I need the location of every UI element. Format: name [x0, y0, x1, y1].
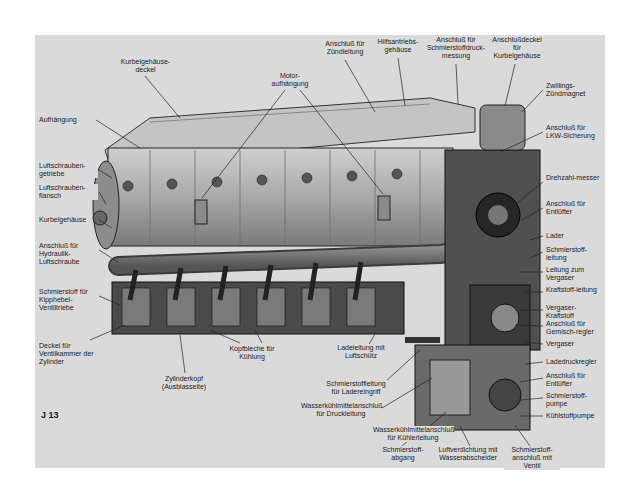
part-label: Kühlstoffpumpe	[545, 412, 596, 420]
part-label: Motor-aufhängung	[265, 72, 315, 88]
part-label: Anschluß für Entlüfter	[545, 372, 603, 388]
plate-number: J 13	[40, 410, 60, 420]
part-label: Luftverdichtung mit Wasserabscheider	[436, 446, 500, 462]
part-label: Leitung zum Vergaser	[545, 266, 603, 282]
part-label: Schmierstoff-leitung	[545, 246, 603, 262]
part-label: Drehzahl-messer	[545, 174, 600, 182]
part-label: Luftschrauben-getriebe	[38, 162, 98, 178]
part-label: Anschluß für Entlüfter	[545, 200, 603, 216]
part-label: Aufhängung	[38, 116, 78, 124]
part-label: Vergaser-Kraftstoff	[545, 304, 603, 320]
part-label: Kurbelgehäuse-deckel	[118, 58, 173, 74]
part-label: Hilfsantriebs-gehäuse	[373, 38, 423, 54]
part-label: Schmierstoff für Kipphebel-Ventiltriebe	[38, 288, 98, 312]
part-label: Schmierstoff-pumpe	[545, 392, 603, 408]
part-label: Kraftstoff-leitung	[545, 286, 598, 294]
part-label: Ladedruckregler	[545, 358, 598, 366]
part-label: Anschluß für LKW-Sicherung	[545, 124, 603, 140]
part-label: Kopfbleche für Kühlung	[222, 345, 282, 361]
part-label: Schmierstoff-abgang	[378, 446, 428, 462]
part-label: Anschluß für Gemisch-regler	[545, 320, 603, 336]
part-label: Zwillings-Zündmagnet	[545, 82, 603, 98]
part-label: Lader	[545, 232, 565, 240]
leader-lines	[90, 58, 543, 446]
part-label: Luftschrauben-flansch	[38, 184, 98, 200]
part-label: Anschluß für Zündleitung	[320, 40, 370, 56]
part-label: Vergaser	[545, 340, 575, 348]
part-label: Ladeleitung mit Luftschütz	[330, 344, 392, 360]
part-label: Deckel für Ventilkammer der Zylinder	[38, 342, 100, 366]
part-label: Anschlußdeckel für Kurbelgehäuse	[490, 36, 544, 60]
part-label: Anschluß für Schmierstoffdruck-messung	[425, 36, 487, 60]
part-label: Wasserkühlmittelanschluß für Kühlerleitu…	[372, 426, 454, 442]
part-label: Zylinderkopf (Ausblasseite)	[148, 375, 220, 391]
part-label: Anschluß für Hydraulik-Luftschraube	[38, 242, 98, 266]
part-label: Wasserkühlmittelanschluß für Druckleitun…	[300, 402, 382, 418]
part-label: Schmierstoff-anschluß mit Ventil	[504, 446, 560, 470]
part-label: Schmierstoffleitung für Ladereingriff	[325, 380, 387, 396]
part-label: Kurbelgehäuse	[38, 216, 87, 224]
